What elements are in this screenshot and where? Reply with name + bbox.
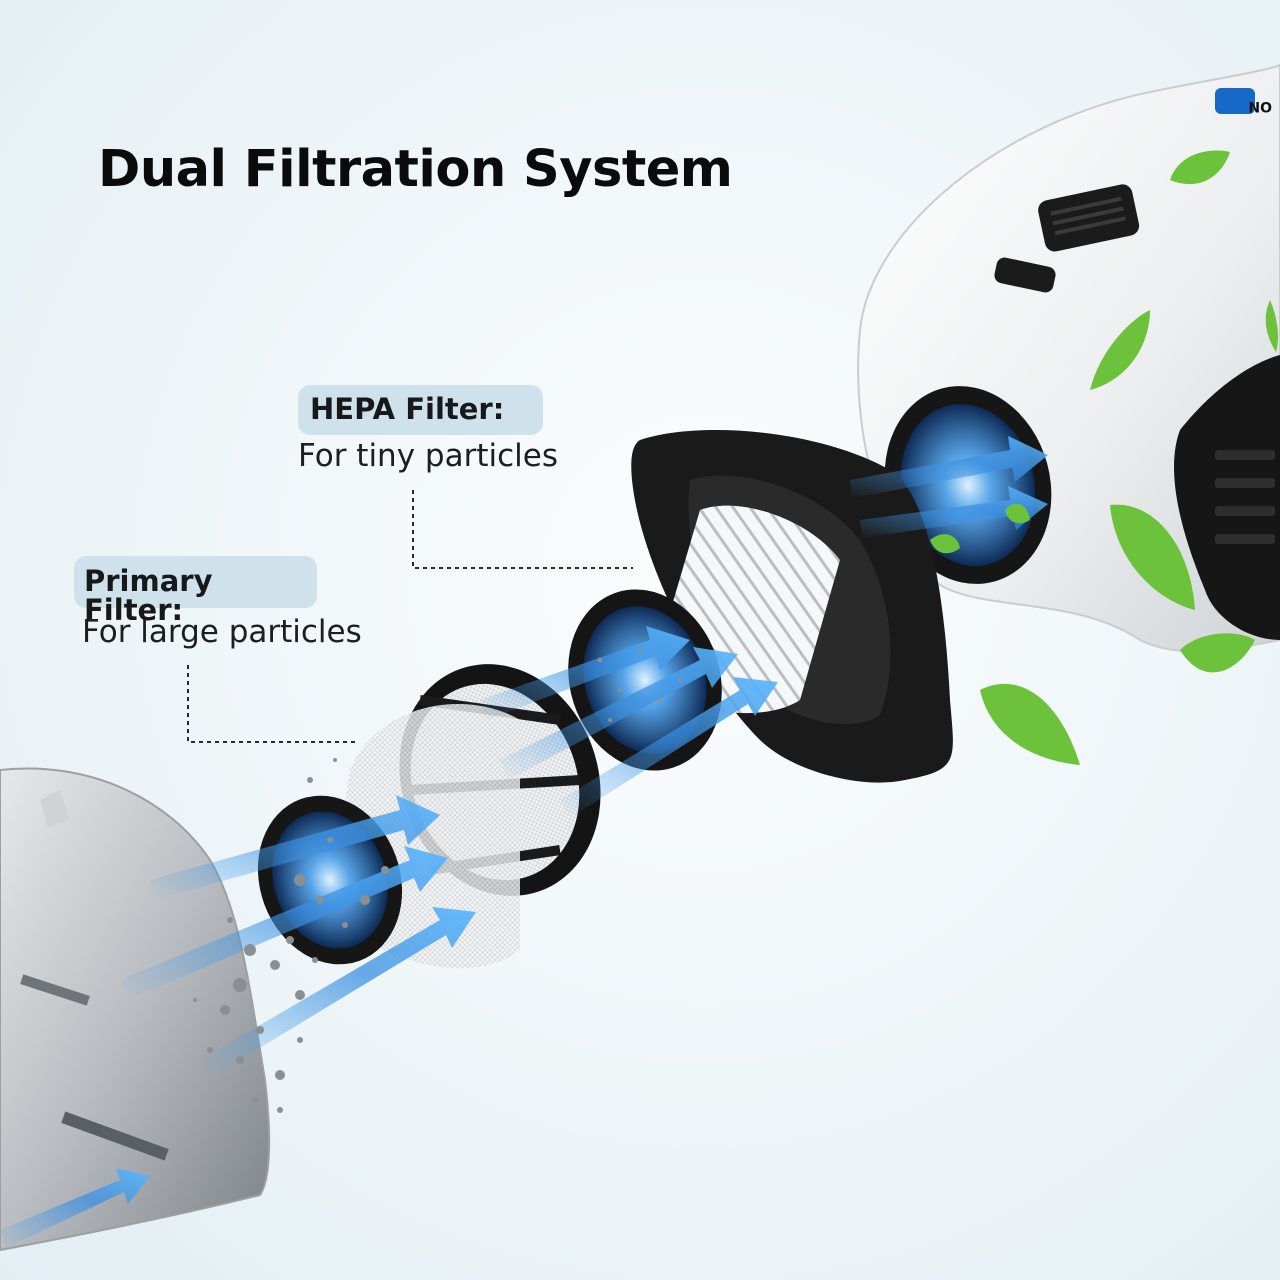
hepa-filter-label: HEPA Filter:: [298, 385, 543, 435]
primary-filter-description: For large particles: [82, 614, 362, 650]
device-badge: ON: [1248, 98, 1272, 114]
hepa-filter: [568, 430, 953, 783]
primary-leader-line: [187, 665, 356, 743]
page-title: Dual Filtration System: [98, 140, 733, 199]
primary-filter-label: Primary Filter:: [74, 556, 317, 625]
hepa-leader-line: [412, 490, 633, 569]
leaves: [930, 150, 1278, 765]
hepa-filter-description: For tiny particles: [298, 438, 558, 474]
dust-container: [0, 767, 271, 1252]
dust-particles: [193, 648, 682, 1113]
